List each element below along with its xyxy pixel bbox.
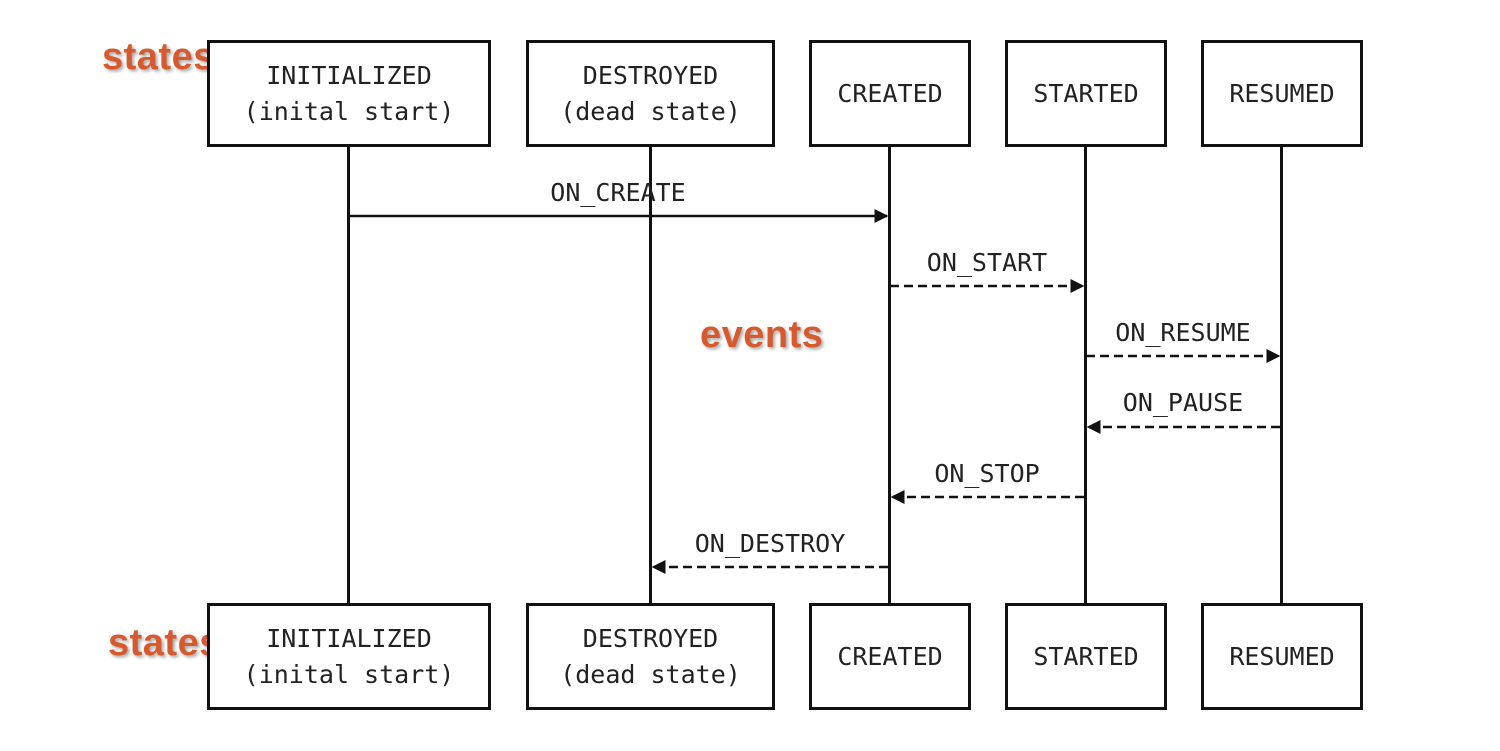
state-box-destroyed-top: DESTROYED (dead state) <box>526 40 775 147</box>
event-label-on-destroy: ON_DESTROY <box>695 529 846 558</box>
state-subtitle: (dead state) <box>560 96 741 126</box>
event-label-on-start: ON_START <box>927 248 1047 277</box>
state-box-started-bottom: STARTED <box>1005 603 1167 710</box>
lifeline-resumed <box>1280 145 1283 605</box>
state-name: INITIALIZED <box>266 623 432 653</box>
event-label-on-resume: ON_RESUME <box>1115 318 1250 347</box>
states-annotation-top: states <box>102 36 215 78</box>
states-annotation-bottom: states <box>108 622 221 664</box>
state-subtitle: (inital start) <box>243 96 455 126</box>
state-box-resumed-top: RESUMED <box>1201 40 1363 147</box>
state-subtitle: (dead state) <box>560 659 741 689</box>
state-name: CREATED <box>837 78 943 108</box>
state-box-started-top: STARTED <box>1005 40 1167 147</box>
events-annotation: events <box>700 314 824 356</box>
state-box-created-top: CREATED <box>809 40 971 147</box>
state-name: DESTROYED <box>582 623 719 653</box>
lifeline-initialized <box>347 145 350 605</box>
state-box-destroyed-bottom: DESTROYED (dead state) <box>526 603 775 710</box>
event-label-on-pause: ON_PAUSE <box>1123 388 1243 417</box>
event-label-on-stop: ON_STOP <box>934 459 1039 488</box>
state-name: RESUMED <box>1229 641 1335 671</box>
state-name: STARTED <box>1033 78 1139 108</box>
lifeline-destroyed <box>649 145 652 605</box>
state-box-initialized-top: INITIALIZED (inital start) <box>207 40 491 147</box>
lifeline-started <box>1084 145 1087 605</box>
state-box-resumed-bottom: RESUMED <box>1201 603 1363 710</box>
state-name: INITIALIZED <box>266 60 432 90</box>
state-name: STARTED <box>1033 641 1139 671</box>
event-label-on-create: ON_CREATE <box>550 178 685 207</box>
state-name: CREATED <box>837 641 943 671</box>
state-box-created-bottom: CREATED <box>809 603 971 710</box>
state-name: DESTROYED <box>582 60 719 90</box>
lifeline-created <box>888 145 891 605</box>
state-name: RESUMED <box>1229 78 1335 108</box>
state-subtitle: (inital start) <box>243 659 455 689</box>
state-box-initialized-bottom: INITIALIZED (inital start) <box>207 603 491 710</box>
